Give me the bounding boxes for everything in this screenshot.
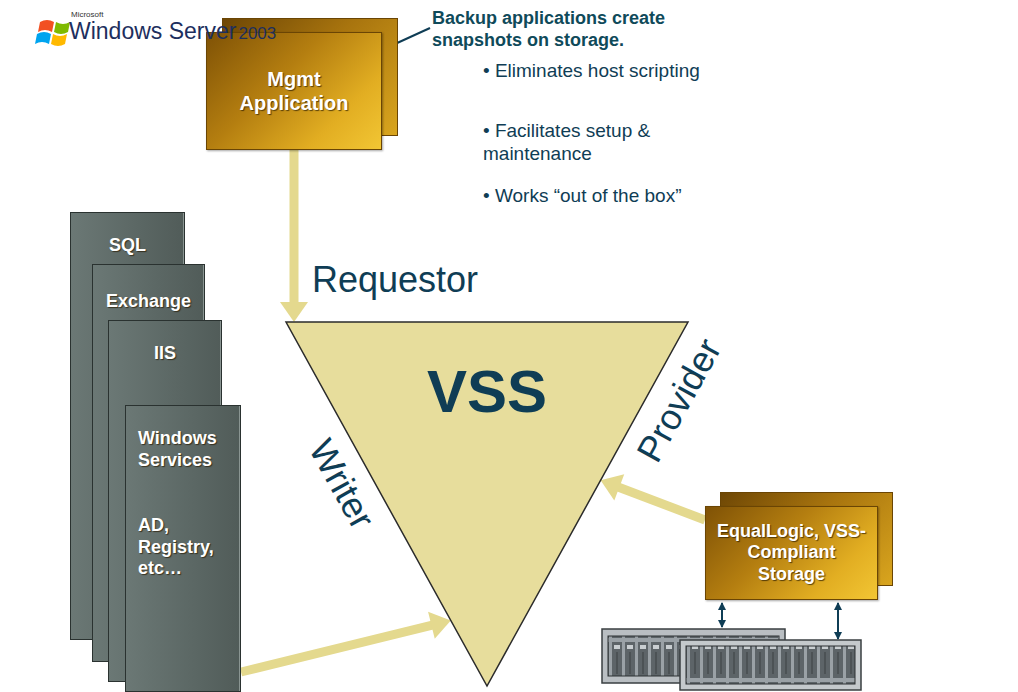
connector-arrow bbox=[241, 612, 451, 672]
connector-line bbox=[241, 625, 433, 672]
node-text: SQL bbox=[109, 235, 146, 257]
link-arrow bbox=[721, 603, 723, 627]
arrow-head bbox=[280, 302, 308, 322]
connector-line bbox=[617, 487, 705, 520]
node-text: Exchange bbox=[106, 291, 191, 313]
vss-title: VSS bbox=[427, 356, 547, 428]
connector-line bbox=[290, 150, 299, 304]
connector-arrow bbox=[601, 474, 705, 520]
node-text: EqualLogic, VSS-Compliant Storage bbox=[715, 521, 868, 586]
node-text: Windows Services bbox=[138, 428, 230, 471]
bullet-text: • Eliminates host scripting bbox=[483, 60, 700, 83]
role-label: Requestor bbox=[312, 258, 478, 301]
callout-text: Backup applications create snapshots on … bbox=[432, 8, 704, 51]
node-text: AD, Registry, etc… bbox=[138, 515, 230, 580]
bullet-text: • Works “out of the box” bbox=[483, 185, 682, 208]
storage-box: EqualLogic, VSS-Compliant Storage bbox=[705, 506, 878, 600]
windows-flag bbox=[35, 20, 70, 46]
node-text: Mgmt Application bbox=[216, 67, 372, 115]
connector-arrow bbox=[280, 150, 308, 322]
arrow-head bbox=[601, 474, 625, 500]
box-face bbox=[206, 32, 382, 150]
writer-card: Windows ServicesAD, Registry, etc… bbox=[125, 405, 241, 692]
logo-text: 2003 bbox=[238, 24, 276, 44]
link-arrow bbox=[837, 603, 839, 639]
application-box: Mgmt Application bbox=[206, 32, 382, 150]
node-text: IIS bbox=[154, 343, 176, 365]
logo-text: Windows Server bbox=[69, 18, 236, 46]
storage-array bbox=[680, 640, 861, 690]
bullet-text: • Facilitates setup & maintenance bbox=[483, 120, 688, 166]
